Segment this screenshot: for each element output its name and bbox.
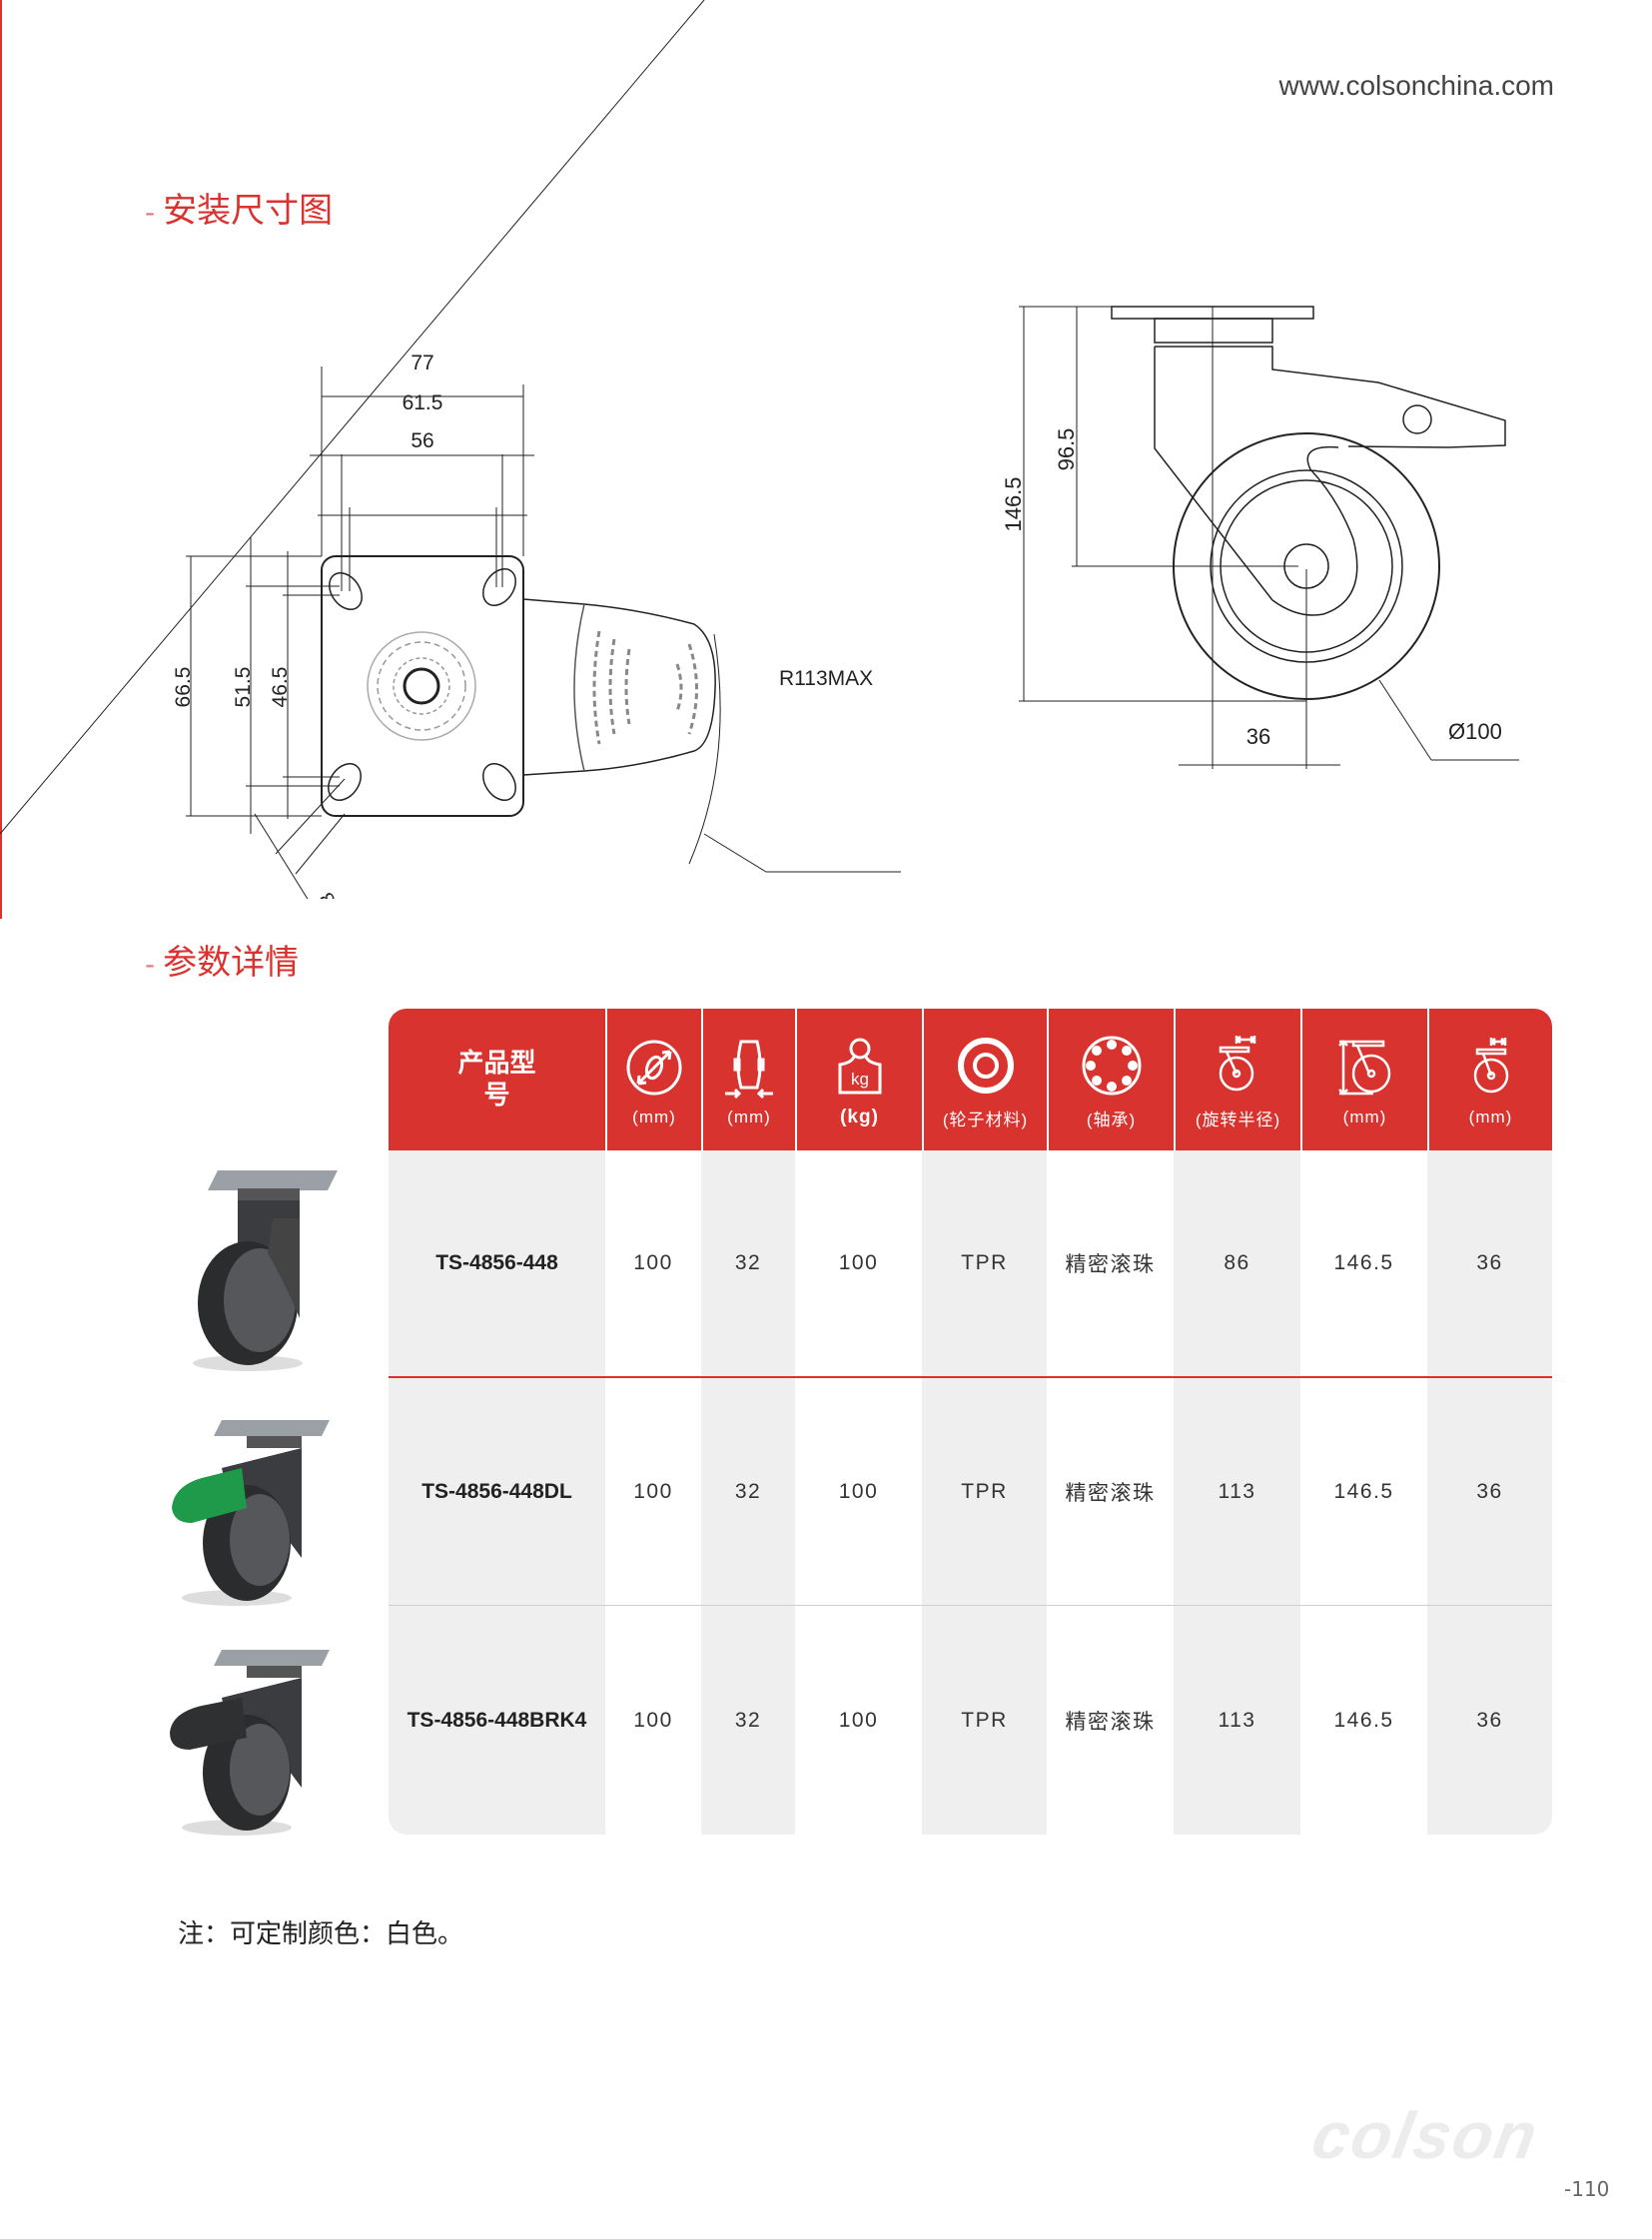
dim-51-5: 51.5: [232, 667, 255, 708]
table-cell: 100: [605, 1606, 701, 1835]
table-cell: TPR: [922, 1150, 1047, 1378]
header-load: kg (kg): [795, 1009, 922, 1150]
header-offset: (mm): [1427, 1009, 1552, 1150]
table-cell: 32: [701, 1378, 795, 1606]
section-title-install: -安装尺寸图: [145, 191, 334, 231]
table-cell: 100: [795, 1378, 922, 1606]
table-cell: 113: [1174, 1606, 1300, 1835]
table-cell: 精密滚珠: [1047, 1378, 1174, 1606]
dim-axle: 96.5: [1054, 428, 1079, 471]
table-cell: 精密滚珠: [1047, 1150, 1174, 1378]
dim-height: 146.5: [1001, 476, 1026, 531]
top-view-dimensions: 77 61.5 56 66.5 51.5 46.5 8.5 R113MAX: [172, 352, 873, 899]
side-view-dimensions: 146.5 96.5 36 Ø100: [1001, 428, 1502, 749]
table-cell: TPR: [922, 1606, 1047, 1835]
section-title-text: 参数详情: [163, 943, 300, 983]
offset-icon: [1473, 1038, 1508, 1094]
table-cell: 146.5: [1300, 1150, 1427, 1378]
wheel-material-icon: [957, 1037, 1014, 1094]
header-swivel-radius: (旋转半径): [1174, 1009, 1300, 1150]
dim-46-5: 46.5: [269, 667, 292, 708]
side-view-drawing: [1019, 306, 1519, 769]
dim-56: 56: [411, 429, 433, 452]
overall-height-icon: [1337, 1040, 1390, 1096]
header-bearing: (轴承): [1047, 1009, 1174, 1150]
table-cell: 113: [1174, 1378, 1300, 1606]
wheel-diameter-icon: [626, 1040, 682, 1096]
dim-66-5: 66.5: [172, 667, 195, 708]
colson-logo-watermark: colson: [1306, 2098, 1545, 2172]
dim-8-5: 8.5: [314, 889, 350, 899]
product-image-ts-4856-448dl: [172, 1420, 330, 1606]
page-edge-accent-line: [0, 0, 2, 919]
table-cell: 精密滚珠: [1047, 1606, 1174, 1835]
wheel-width-icon: [725, 1040, 773, 1100]
table-cell: 100: [795, 1606, 922, 1835]
dim-77: 77: [411, 352, 433, 374]
dim-61-5: 61.5: [403, 391, 443, 414]
svg-text:kg: kg: [851, 1070, 869, 1089]
header-width: (mm): [701, 1009, 795, 1150]
header-material: (轮子材料): [922, 1009, 1047, 1150]
section-title-text: 安装尺寸图: [163, 191, 334, 231]
dim-offset: 36: [1246, 724, 1270, 749]
section-title-params: -参数详情: [145, 943, 300, 983]
header-height: (mm): [1300, 1009, 1427, 1150]
table-cell: 146.5: [1300, 1606, 1427, 1835]
table-cell: 146.5: [1300, 1378, 1427, 1606]
color-note: 注：可定制颜色：白色。: [178, 1919, 464, 1949]
dim-radius: R113MAX: [779, 667, 873, 690]
parameter-table: 产品型号 (mm) (mm) kg (kg) (轮子材料) (轴承) (旋转半径…: [389, 1009, 1552, 1835]
table-cell: 100: [605, 1378, 701, 1606]
table-cell-model: TS-4856-448BRK4: [389, 1606, 605, 1835]
website-url: www.colsonchina.com: [1278, 70, 1554, 101]
table-cell: TPR: [922, 1378, 1047, 1606]
product-image-ts-4856-448brk4: [170, 1650, 330, 1836]
table-cell-model: TS-4856-448DL: [389, 1378, 605, 1606]
installation-drawings: 77 61.5 56 66.5 51.5 46.5 8.5 R113MAX 14…: [0, 0, 1519, 899]
table-cell: 36: [1427, 1606, 1552, 1835]
table-cell: 100: [605, 1150, 701, 1378]
table-cell: 36: [1427, 1378, 1552, 1606]
table-cell: 36: [1427, 1150, 1552, 1378]
page-number: -110: [1564, 2177, 1610, 2201]
bearing-icon: [1082, 1036, 1141, 1095]
table-cell: 86: [1174, 1150, 1300, 1378]
swivel-radius-icon: [1219, 1035, 1255, 1091]
product-image-ts-4856-448: [193, 1170, 338, 1371]
table-cell: 100: [795, 1150, 922, 1378]
table-cell: 32: [701, 1150, 795, 1378]
table-cell-model: TS-4856-448: [389, 1150, 605, 1378]
load-weight-icon: kg: [838, 1038, 881, 1095]
dim-diameter: Ø100: [1448, 719, 1502, 744]
top-view-drawing: [0, 0, 901, 899]
header-model: 产品型号: [389, 1009, 605, 1150]
table-cell: 32: [701, 1606, 795, 1835]
header-diameter: (mm): [605, 1009, 701, 1150]
